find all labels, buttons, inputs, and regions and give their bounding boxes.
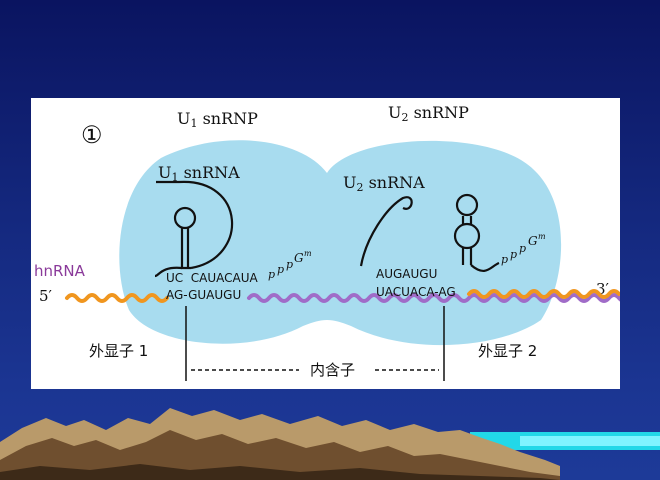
svg-text:p: p bbox=[268, 268, 275, 281]
u2-snrnp-label: U2 snRNP bbox=[388, 103, 469, 124]
exon1-strand bbox=[65, 293, 169, 303]
exon1-label: 外显子 1 bbox=[89, 342, 148, 360]
snrnp-complex-blob bbox=[119, 140, 562, 346]
splicing-diagram: ① U1 snRNP U2 snRNP U1 snRNA U2 snRNA bbox=[34, 103, 620, 381]
svg-text:G: G bbox=[294, 251, 304, 265]
svg-text:p: p bbox=[286, 258, 293, 271]
donor-site-sequence: AG-GUAUGU bbox=[166, 288, 241, 302]
svg-text:p: p bbox=[277, 263, 284, 276]
svg-text:G: G bbox=[528, 234, 538, 248]
u1-cap-structure: p p p G m bbox=[268, 249, 312, 281]
step-number: ① bbox=[81, 121, 103, 149]
svg-text:p: p bbox=[510, 248, 517, 261]
hnrna-label: hnRNA bbox=[34, 262, 86, 280]
u1-snrna-label: U1 snRNA bbox=[158, 163, 240, 184]
svg-text:m: m bbox=[304, 249, 312, 258]
intron-strand bbox=[247, 293, 620, 303]
svg-text:m: m bbox=[538, 232, 546, 241]
u2-snrna-structure bbox=[359, 193, 500, 272]
intron-label: 内含子 bbox=[310, 361, 355, 379]
u1-pairing-sequence: UC CAUACAUA bbox=[166, 271, 259, 285]
exon2-strand bbox=[467, 289, 620, 299]
branch-site-sequence: UACUACA-AG bbox=[376, 285, 456, 299]
u1-snrnp-label: U1 snRNP bbox=[177, 109, 258, 130]
svg-text:p: p bbox=[501, 253, 508, 266]
five-prime-label: 5′ bbox=[39, 287, 53, 305]
u2-cap-structure: p p p G m bbox=[501, 232, 546, 266]
svg-text:p: p bbox=[519, 242, 526, 255]
u1-snrna-structure bbox=[154, 180, 234, 278]
u2-pairing-sequence: AUGAUGU bbox=[376, 267, 437, 281]
mountain-landscape-decoration bbox=[0, 408, 660, 480]
exon2-label: 外显子 2 bbox=[478, 342, 537, 360]
u2-snrna-label: U2 snRNA bbox=[343, 173, 425, 194]
